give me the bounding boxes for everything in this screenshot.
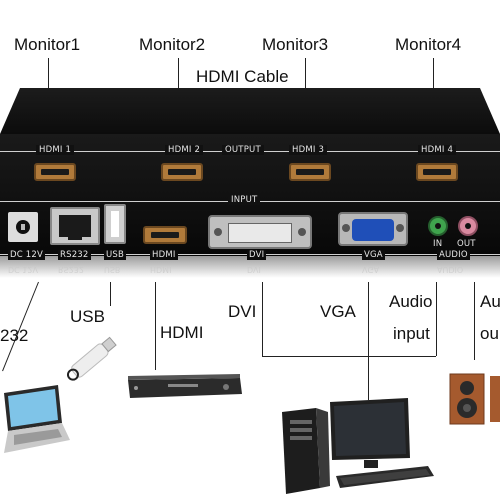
hdmi-device-label: HDMI xyxy=(160,323,204,342)
audio-output-label-line1: Au xyxy=(480,292,500,311)
audio-input-label-line1: Audio xyxy=(389,292,433,311)
hdmi3-output-port[interactable] xyxy=(289,163,331,181)
audio-in-leader-line xyxy=(436,282,437,356)
dvi-reflection: DVI xyxy=(247,265,261,274)
speaker-icon xyxy=(449,373,500,425)
dc-power-jack[interactable] xyxy=(8,212,38,242)
usb-leader-line xyxy=(110,282,111,306)
monitor1-label: Monitor1 xyxy=(14,35,81,54)
usb-port[interactable] xyxy=(104,204,126,244)
dvi-device-label: DVI xyxy=(228,302,257,321)
vga-reflection: VGA xyxy=(362,265,380,274)
hdmi1-output-label: HDMI 1 xyxy=(36,145,75,155)
audio-out-leader-line xyxy=(474,282,475,360)
hdmi4-output-label: HDMI 4 xyxy=(418,145,457,155)
desktop-pc-icon xyxy=(282,398,434,494)
audio-label: AUDIO xyxy=(437,250,470,260)
vga-leader-line xyxy=(368,282,369,400)
usb-label: USB xyxy=(104,250,127,260)
rs232-port[interactable] xyxy=(50,207,100,245)
monitor4-label: Monitor4 xyxy=(395,35,462,54)
hdmi-input-label: HDMI xyxy=(150,250,178,260)
laptop-icon xyxy=(4,385,70,453)
hdmi-reflection: HDMI xyxy=(150,265,172,274)
dvi-audio-bus-line xyxy=(262,356,436,357)
usb-reflection: USB xyxy=(104,265,121,274)
input-section-label: INPUT xyxy=(228,195,261,205)
dc12v-reflection: DC 12V xyxy=(8,265,38,274)
hdmi-input-port[interactable] xyxy=(143,226,187,244)
vga-label: VGA xyxy=(362,250,385,260)
audio-in-jack[interactable] xyxy=(428,216,448,236)
hdmi-cable-label: HDMI Cable xyxy=(196,67,289,86)
audio-in-label: IN xyxy=(433,239,443,249)
dvi-leader-line-left xyxy=(262,282,263,356)
dvd-player-icon xyxy=(128,374,242,398)
audio-out-jack[interactable] xyxy=(458,216,478,236)
hdmi1-output-port[interactable] xyxy=(34,163,76,181)
monitor2-label: Monitor2 xyxy=(139,35,206,54)
hdmi4-output-port[interactable] xyxy=(416,163,458,181)
dvi-input-port[interactable] xyxy=(208,215,312,249)
vga-device-label: VGA xyxy=(320,302,356,321)
audio-input-label-line2: input xyxy=(393,324,430,343)
usb-device-label: USB xyxy=(70,307,105,326)
hdmi3-output-label: HDMI 3 xyxy=(289,145,328,155)
rs232-label: RS232 xyxy=(58,250,91,260)
dc12v-label: DC 12V xyxy=(8,250,46,260)
hdmi2-output-port[interactable] xyxy=(161,163,203,181)
hdmi2-output-label: HDMI 2 xyxy=(165,145,204,155)
rs232-device-label: 232 xyxy=(0,326,29,345)
audio-out-label: OUT xyxy=(457,239,476,249)
rs232-reflection: RS232 xyxy=(58,265,84,274)
hdmi-leader-line xyxy=(155,282,156,370)
vga-input-port[interactable] xyxy=(338,212,408,246)
audio-reflection: AUDIO xyxy=(437,265,464,274)
dvi-label: DVI xyxy=(247,250,267,260)
video-wall-controller: HDMI 1 HDMI 2 OUTPUT HDMI 3 HDMI 4 INPUT xyxy=(0,88,500,278)
output-section-label: OUTPUT xyxy=(222,145,264,155)
monitor3-label: Monitor3 xyxy=(262,35,329,54)
usb-stick-icon xyxy=(66,336,117,381)
audio-output-label-line2: ou xyxy=(480,324,499,343)
